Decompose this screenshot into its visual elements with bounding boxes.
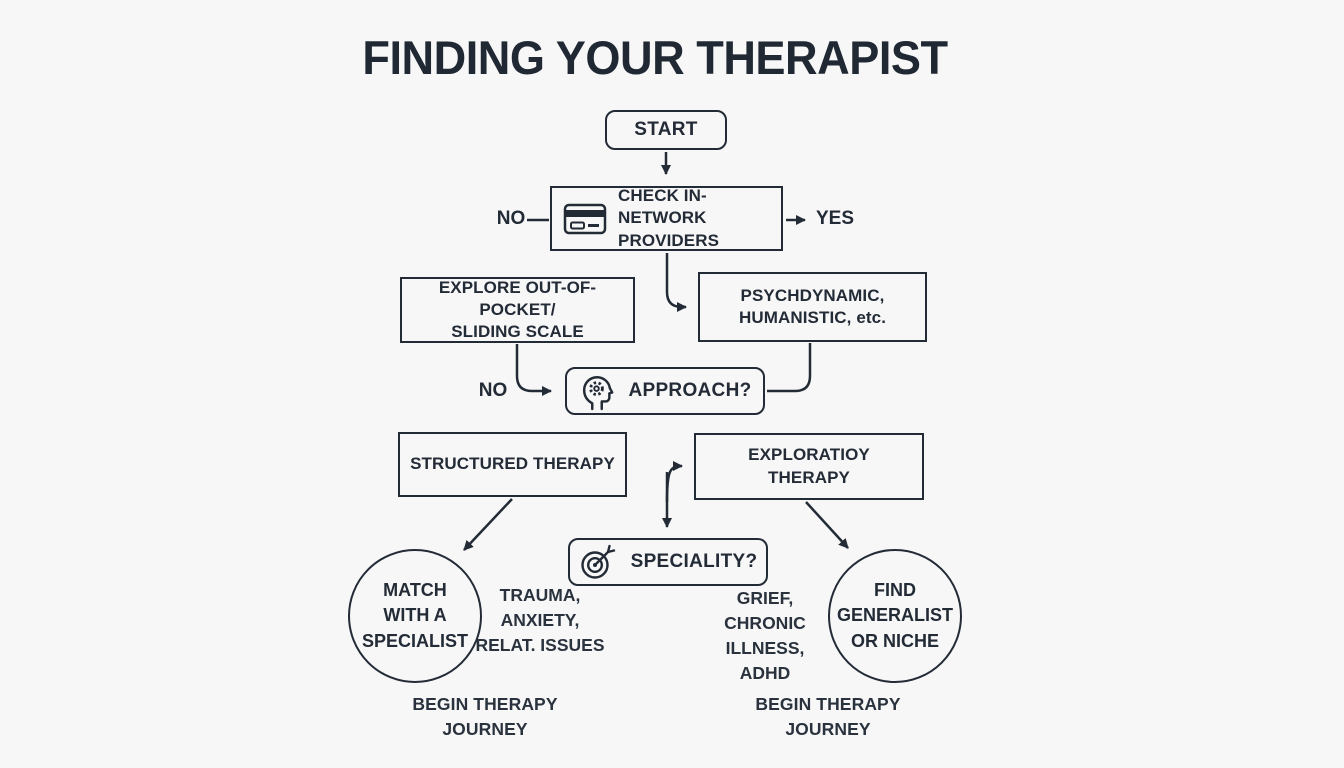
- arrow-to-exploratory: [665, 461, 683, 503]
- node-explore-label: EXPLORE OUT-OF-POCKET/ SLIDING SCALE: [438, 277, 597, 342]
- node-start-label: START: [634, 119, 698, 140]
- edge-label-no-top: NO: [496, 208, 526, 229]
- node-psychodynamic: PSYCHDYNAMIC, HUMANISTIC, etc.: [698, 272, 927, 342]
- target-icon: [580, 544, 615, 579]
- note-generalist-examples: GRIEF, CHRONIC ILLNESS, ADHD: [724, 588, 806, 683]
- page-title: FINDING YOUR THERAPIST: [362, 31, 948, 84]
- head-gear-icon: [583, 375, 614, 411]
- arrow-structured-to-specialist: [463, 498, 513, 551]
- begin-journey-right: BEGIN THERAPY JOURNEY: [755, 694, 901, 739]
- node-explore-out-of-pocket: EXPLORE OUT-OF-POCKET/ SLIDING SCALE: [400, 277, 635, 343]
- node-match-specialist-label: MATCH WITH A SPECIALIST: [361, 580, 468, 651]
- arrow-explore-to-approach: [515, 344, 552, 396]
- node-find-generalist: FIND GENERALIST OR NICHE: [828, 549, 962, 683]
- node-speciality: SPECIALITY?: [568, 538, 768, 586]
- node-check-in-network-label: CHECK IN-NETWORK PROVIDERS: [618, 186, 720, 250]
- node-psychodynamic-label: PSYCHDYNAMIC, HUMANISTIC, etc.: [738, 285, 887, 327]
- node-exploratory-therapy: EXPLORATIOY THERAPY: [694, 433, 924, 500]
- node-check-in-network: CHECK IN-NETWORK PROVIDERS: [550, 186, 783, 251]
- node-structured-label: STRUCTURED THERAPY: [410, 454, 615, 474]
- node-approach: APPROACH?: [565, 367, 765, 415]
- node-start: START: [605, 110, 727, 150]
- node-exploratory-label: EXPLORATIOY THERAPY: [748, 445, 870, 487]
- node-speciality-label: SPECIALITY?: [630, 551, 758, 572]
- line-psychodynamic-to-approach: [767, 343, 812, 393]
- arrow-exploratory-to-generalist: [805, 501, 849, 549]
- edge-label-yes: YES: [815, 208, 855, 229]
- arrow-check-to-psychodynamic: [665, 253, 687, 312]
- node-find-generalist-label: FIND GENERALIST OR NICHE: [836, 580, 953, 651]
- node-match-specialist: MATCH WITH A SPECIALIST: [348, 549, 482, 683]
- begin-journey-left: BEGIN THERAPY JOURNEY: [412, 694, 558, 739]
- node-structured-therapy: STRUCTURED THERAPY: [398, 432, 627, 497]
- credit-card-icon: [563, 203, 607, 234]
- node-approach-label: APPROACH?: [628, 380, 752, 401]
- note-specialist-examples: TRAUMA, ANXIETY, RELAT. ISSUES: [475, 585, 605, 655]
- edge-label-no-mid: NO: [478, 380, 508, 401]
